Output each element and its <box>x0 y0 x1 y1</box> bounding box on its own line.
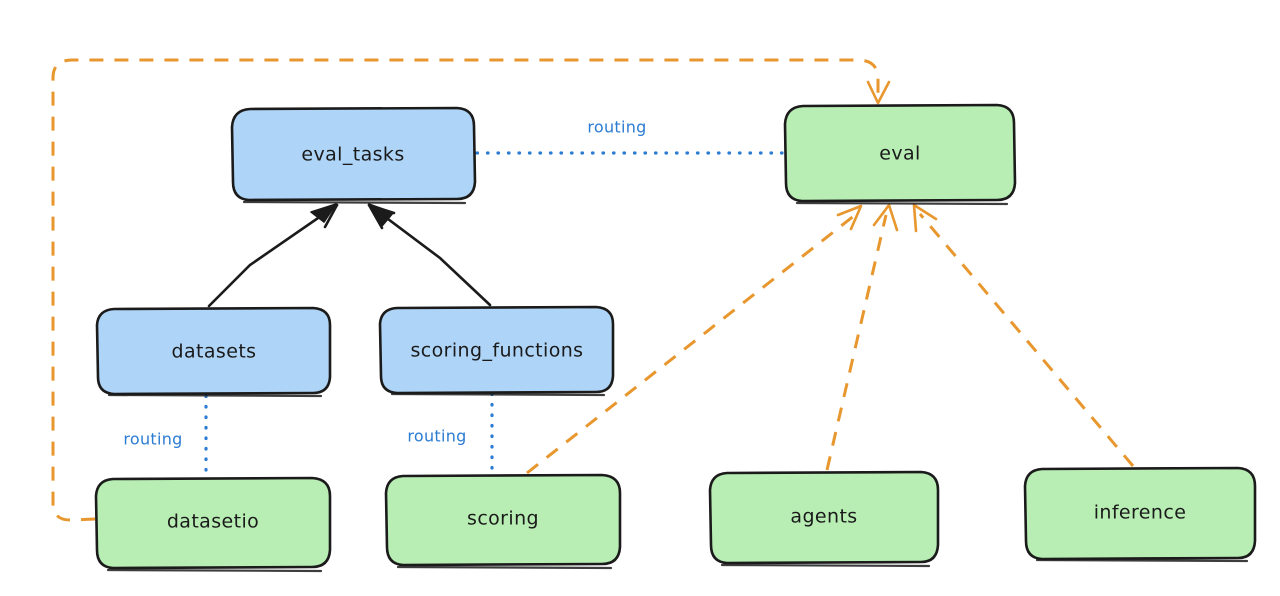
node-agents[interactable]: agents <box>708 470 940 568</box>
node-label-eval: eval <box>879 143 920 165</box>
node-eval-tasks[interactable]: eval_tasks <box>230 106 477 205</box>
edge-inference-to-eval <box>912 203 1135 467</box>
edge-scoring-functions-to-eval-tasks <box>367 203 492 307</box>
node-label-eval-tasks: eval_tasks <box>301 144 404 166</box>
edge-scoring-to-eval <box>526 204 863 475</box>
node-label-inference: inference <box>1094 502 1187 524</box>
edge-datasets-to-eval-tasks <box>207 203 339 308</box>
node-label-scoring: scoring <box>467 508 539 530</box>
node-inference[interactable]: inference <box>1023 466 1257 563</box>
node-datasetio[interactable]: datasetio <box>94 476 332 573</box>
node-datasets[interactable]: datasets <box>95 306 332 398</box>
edge-label-routing-scoring: routing <box>407 427 466 446</box>
node-scoring[interactable]: scoring <box>384 473 622 570</box>
node-label-datasets: datasets <box>172 341 257 363</box>
edge-agents-to-eval <box>825 203 899 471</box>
node-label-scoring-functions: scoring_functions <box>411 340 584 362</box>
node-label-datasetio: datasetio <box>167 511 259 533</box>
node-label-agents: agents <box>790 506 857 528</box>
edge-label-routing-eval: routing <box>587 118 646 137</box>
node-scoring-functions[interactable]: scoring_functions <box>378 305 615 397</box>
node-eval[interactable]: eval <box>783 103 1017 206</box>
edge-label-routing-datasetio: routing <box>123 430 182 449</box>
edge-datasetio-to-eval <box>51 58 891 522</box>
